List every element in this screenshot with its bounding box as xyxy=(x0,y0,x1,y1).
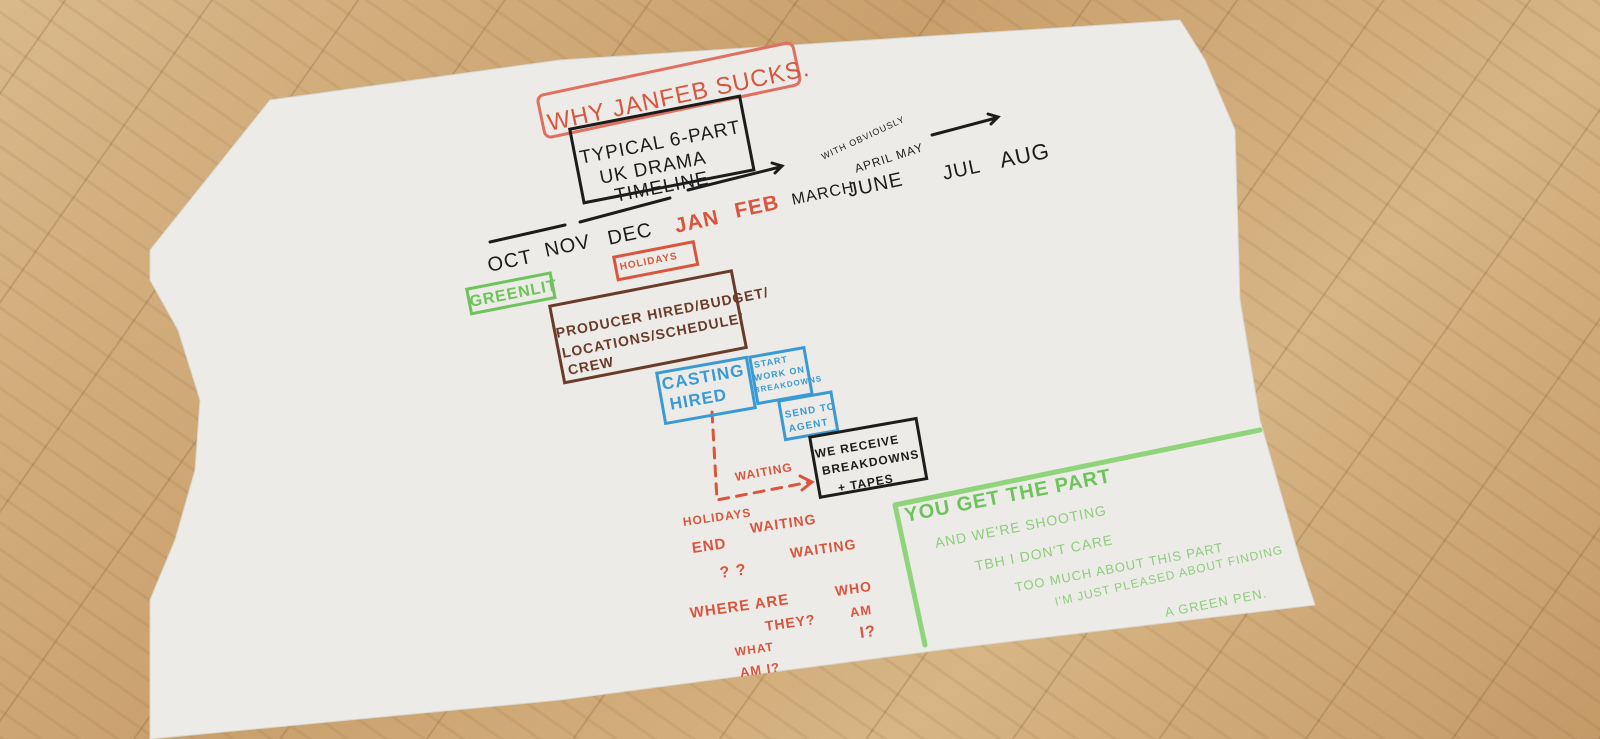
timeline-arrow-3 xyxy=(686,161,785,192)
timeline-arrow-1 xyxy=(488,223,567,244)
green-box-border xyxy=(892,427,1263,648)
timeline-arrow-4 xyxy=(930,112,1001,137)
dashed-connector xyxy=(710,410,812,502)
red-note: I? xyxy=(858,622,878,642)
red-note: am xyxy=(848,601,874,620)
timeline-arrow-2 xyxy=(578,196,672,224)
red-note: ? ? xyxy=(718,561,748,582)
